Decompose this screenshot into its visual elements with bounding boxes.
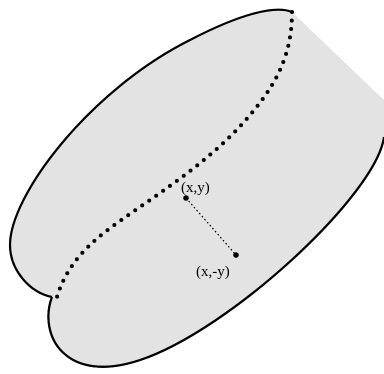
point-lower-label: (x,-y) (196, 264, 230, 280)
reflection-connector (185, 197, 237, 256)
lower-loop-outline (47, 136, 384, 368)
point-lower (233, 252, 239, 258)
point-upper-label: (x,y) (181, 180, 210, 196)
shaded-surface (10, 9, 384, 367)
dotted-intersection-curve (55, 10, 294, 299)
point-upper (183, 195, 189, 201)
upper-loop-curve (8, 8, 293, 299)
